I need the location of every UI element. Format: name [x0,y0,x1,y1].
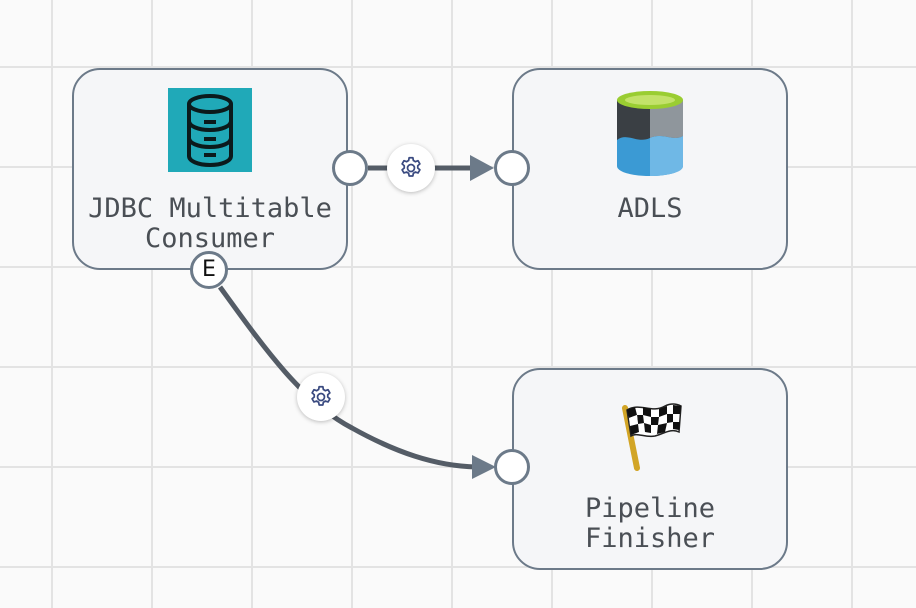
database-icon [168,88,252,172]
error-port-jdbc[interactable]: E [190,251,228,289]
node-adls[interactable]: ADLS [512,68,788,270]
node-pipeline-finisher[interactable]: Pipeline Finisher [512,368,788,570]
edge-settings-button-jdbc-adls[interactable] [387,144,435,192]
node-label: JDBC Multitable Consumer [88,193,332,254]
data-lake-storage-icon [615,90,685,176]
input-port-adls[interactable] [494,150,530,186]
checkered-flag-icon [615,398,685,472]
edge-settings-button-jdbc-finisher[interactable] [297,373,345,421]
input-port-pipeline-finisher[interactable] [494,449,530,485]
gear-icon [311,385,331,406]
output-port-jdbc[interactable] [332,150,368,186]
node-jdbc-multitable-consumer[interactable]: JDBC Multitable Consumer [72,68,348,270]
gear-icon [401,156,421,177]
edge-jdbc-to-finisher-arrow [472,455,496,479]
edge-jdbc-to-adls-arrow [470,155,494,181]
node-label: ADLS [617,193,683,224]
edge-jdbc-to-finisher[interactable] [217,285,477,470]
node-label: Pipeline Finisher [584,493,716,554]
